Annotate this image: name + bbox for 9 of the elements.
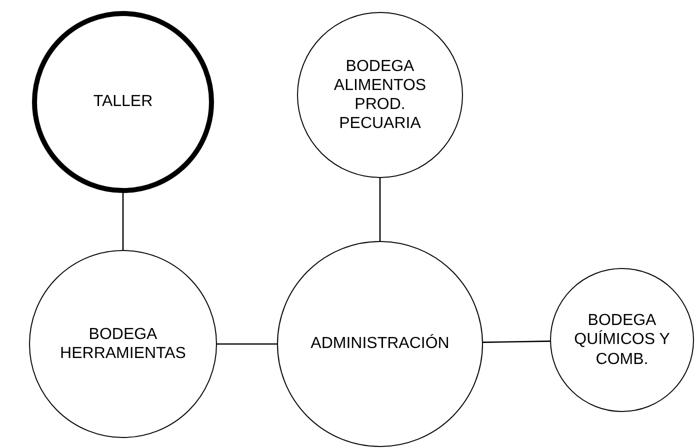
- node-label: TALLER: [93, 92, 153, 112]
- connector-line: [379, 178, 381, 241]
- node-label: BODEGA QUÍMICOS Y COMB.: [573, 311, 671, 369]
- connector-line: [217, 343, 277, 345]
- connector-line: [482, 340, 550, 343]
- node-label: BODEGA HERRAMIENTAS: [59, 324, 187, 364]
- node-label: ADMINISTRACIÓN: [310, 334, 450, 354]
- node-label: BODEGA ALIMENTOS PROD. PECUARIA: [332, 56, 428, 134]
- connector-line: [122, 193, 124, 250]
